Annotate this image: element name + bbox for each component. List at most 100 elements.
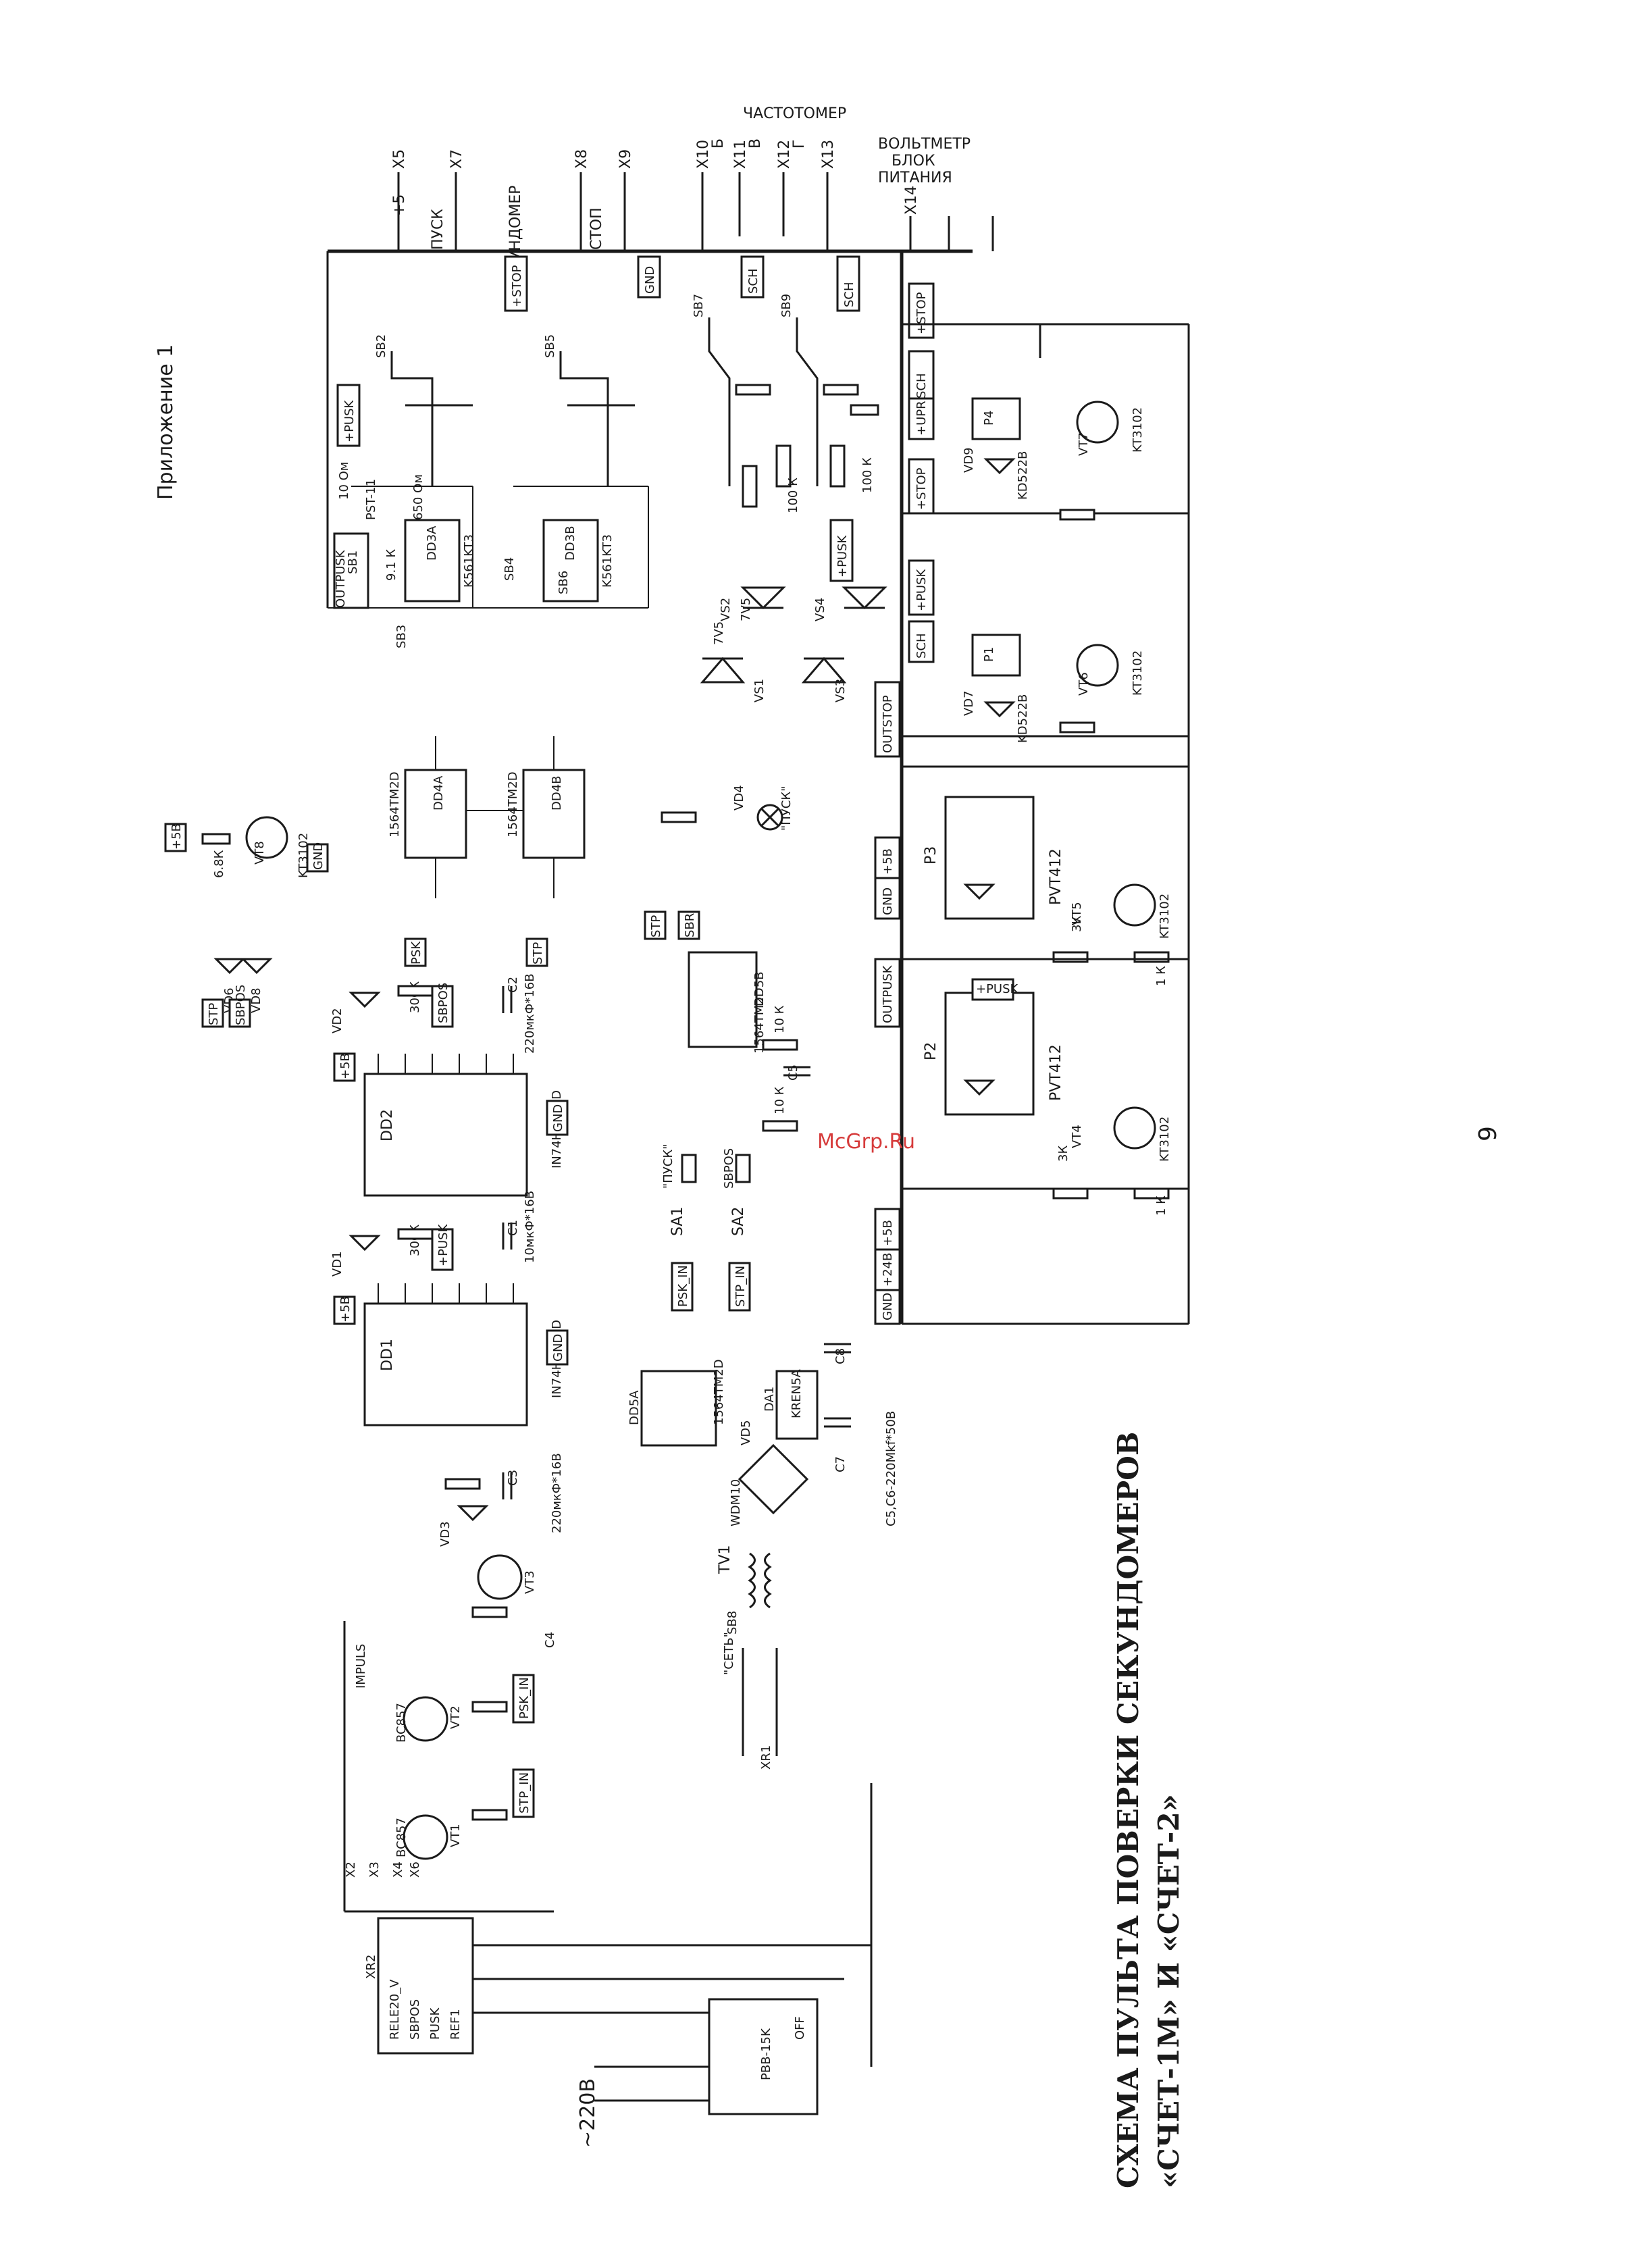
r-10k-b: 10 К <box>773 1086 787 1114</box>
net-5b-right2: +5B <box>881 1220 895 1246</box>
net-24b-right: +UPR <box>914 401 929 436</box>
p4-ref: P4 <box>982 411 996 426</box>
vt2-ref: VT2 <box>448 1705 463 1729</box>
net-stpin: STP_IN <box>733 1266 748 1307</box>
connector-x13-label: ЧАСТОТОМЕР <box>743 105 846 122</box>
net-stop-right2: +STOP <box>914 467 929 510</box>
dd4b-ref: DD4B <box>550 775 564 811</box>
vt3-ref: VT3 <box>523 1570 537 1594</box>
vd5-ref: VD5 <box>739 1420 753 1445</box>
net-sch-right2: SCH <box>914 633 929 659</box>
drawing-title-line1: СХЕМА ПУЛЬТА ПОВЕРКИ СЕКУНДОМЕРОВ <box>1112 1432 1145 2188</box>
net-gnd-dd2: GND <box>551 1104 565 1132</box>
sb4-label: SB4 <box>502 557 517 581</box>
mains-label: ~220В <box>576 2078 600 2148</box>
net-5b-dd1: +5B <box>338 1296 353 1322</box>
connector-x7-id: X7 <box>448 149 465 169</box>
zener-diodes: VS1 7V5 VS2 7V5 VS3 VS4 <box>700 586 887 702</box>
net-sch-top: SCH <box>746 268 760 294</box>
vd8-ref: VD8 <box>249 987 263 1013</box>
dd2-ref: DD2 <box>379 1109 396 1141</box>
r-91k: 9.1 К <box>384 549 398 581</box>
net-stp-mid: STP <box>649 915 663 937</box>
sa-buttons: SA1 "ПУСК" SA2 SBPOS PSK_IN STP_IN <box>661 1144 751 1312</box>
vt5-type: KT3102 <box>1158 894 1172 939</box>
net-psk-left: PSK <box>409 941 423 964</box>
vd1-ref: VD1 <box>330 1251 344 1277</box>
sb1-type: PST-11 <box>364 479 378 520</box>
net-sb-left: SBPOS <box>234 985 248 1025</box>
vt5-ref: VT5 <box>1070 902 1084 925</box>
net-sb-mid: SBR <box>683 913 697 937</box>
dd5a-ref: DD5A <box>627 1390 642 1425</box>
c7-ref: C7 <box>833 1456 848 1472</box>
r-10k-a: 10 К <box>773 1005 787 1033</box>
xr2-pin2: SBPOS <box>408 1999 422 2040</box>
sb5-label: SB5 <box>543 334 557 358</box>
connector-x13-id: X13 <box>820 140 837 169</box>
vt2-type: BC857 <box>394 1703 409 1743</box>
page-number: 9 <box>1474 1126 1502 1141</box>
connector-x11-label: В <box>747 138 764 149</box>
net-24b-right2: +24B <box>881 1253 895 1287</box>
net-sch-right: SCH <box>914 373 929 398</box>
watermark: McGrp.Ru <box>817 1130 915 1154</box>
net-5b-right: +5B <box>881 848 895 875</box>
connector-x16-label: БЛОК <box>892 153 935 170</box>
vt8-ref: VT8 <box>253 841 267 865</box>
c2-ref: C2 <box>506 977 520 993</box>
vs1-type: 7V5 <box>712 621 726 645</box>
connector-x5-label: +5 <box>391 195 408 216</box>
p2-ref: P2 <box>923 1042 939 1060</box>
sb2-label: SB2 <box>374 334 388 358</box>
xr2-ref: XR2 <box>364 1955 378 1979</box>
sb3-label: SB3 <box>394 625 409 648</box>
connector-x12-id: X12 <box>776 140 793 169</box>
connector-x7-label: ПУСК <box>430 209 446 250</box>
vt4-type: KT3102 <box>1158 1116 1172 1162</box>
net-5b-left: +5B <box>170 823 184 850</box>
vd9-ref: VD9 <box>962 447 976 473</box>
net-gnd-right: GND <box>881 887 895 915</box>
net-stop-top: +STOP <box>510 265 524 307</box>
vt7-type: KT3102 <box>1131 407 1145 453</box>
net-gnd-dd1: GND <box>551 1334 565 1362</box>
net-sbpos-dd2: SBPOS <box>436 983 450 1023</box>
sb9-label: SB9 <box>779 294 794 317</box>
net-sch-top2: SCH <box>842 282 856 307</box>
vd-type-b: KD522B <box>1016 694 1030 743</box>
c3-ref: C3 <box>506 1470 520 1486</box>
input-transistors: VT3 VT2 BC857 VT1 BC857 PSK_IN STP_IN IM… <box>343 1554 557 1913</box>
dd4a-ref: DD4A <box>432 775 446 811</box>
dd3a-ref: DD3A <box>425 525 439 561</box>
dd5b-type: 1564TM2D <box>752 987 767 1054</box>
r-650: 650 Ом <box>411 474 425 520</box>
r-3k-b: 3К <box>1056 1146 1070 1162</box>
da1-ref: DA1 <box>763 1387 777 1412</box>
bottom-connectors: XR2 RELE20_V SBPOS PUSK REF1 X2 X3 X4 X6… <box>344 1783 873 2148</box>
dd3b-ref: DD3B <box>563 525 577 561</box>
p1-ref: P1 <box>982 647 996 662</box>
top-connectors: X5 +5 X7 ПУСК X8 СЕКУНДОМЕР X9 СТОП X10 … <box>391 105 971 290</box>
appendix-label: Приложение 1 <box>154 344 178 500</box>
vd3-ref: VD3 <box>438 1521 453 1547</box>
relay-top: P4 P1 VT7 KT3102 VT6 KT3102 VD9 VD7 KD52… <box>902 323 1189 743</box>
vs1-ref: VS1 <box>752 679 767 702</box>
power-supply: DA1 KREN5A VD5 WDM10 C7 C8 C5,C6-220Mkf*… <box>717 1343 898 1770</box>
vs2-type: 7V5 <box>739 598 753 621</box>
net-5b-dd2: +5B <box>338 1053 353 1079</box>
net-gnd-right2: GND <box>881 1293 895 1320</box>
sheet-titles: Приложение 1 СХЕМА ПУЛЬТА ПОВЕРКИ СЕКУНД… <box>154 344 1502 2188</box>
sa1-ref: SA1 <box>669 1207 686 1236</box>
net-stp-left: STP <box>207 1003 221 1025</box>
drawing-title-line2: «СЧЕТ-1М» И «СЧЕТ-2» <box>1152 1794 1185 2188</box>
vd4-ref: VD4 <box>732 785 746 811</box>
c1-val: 10мкФ*16В <box>523 1191 537 1263</box>
c2-val: 220мкФ*16В <box>523 973 537 1054</box>
x3-label: X3 <box>367 1861 382 1878</box>
vt6-type: KT3102 <box>1131 650 1145 696</box>
vd2-ref: VD2 <box>330 1008 344 1033</box>
connector-x10-label: Б <box>710 138 727 149</box>
connector-x5-id: X5 <box>391 149 408 169</box>
vd4-led: VD4 "ПУСК" <box>661 785 794 831</box>
